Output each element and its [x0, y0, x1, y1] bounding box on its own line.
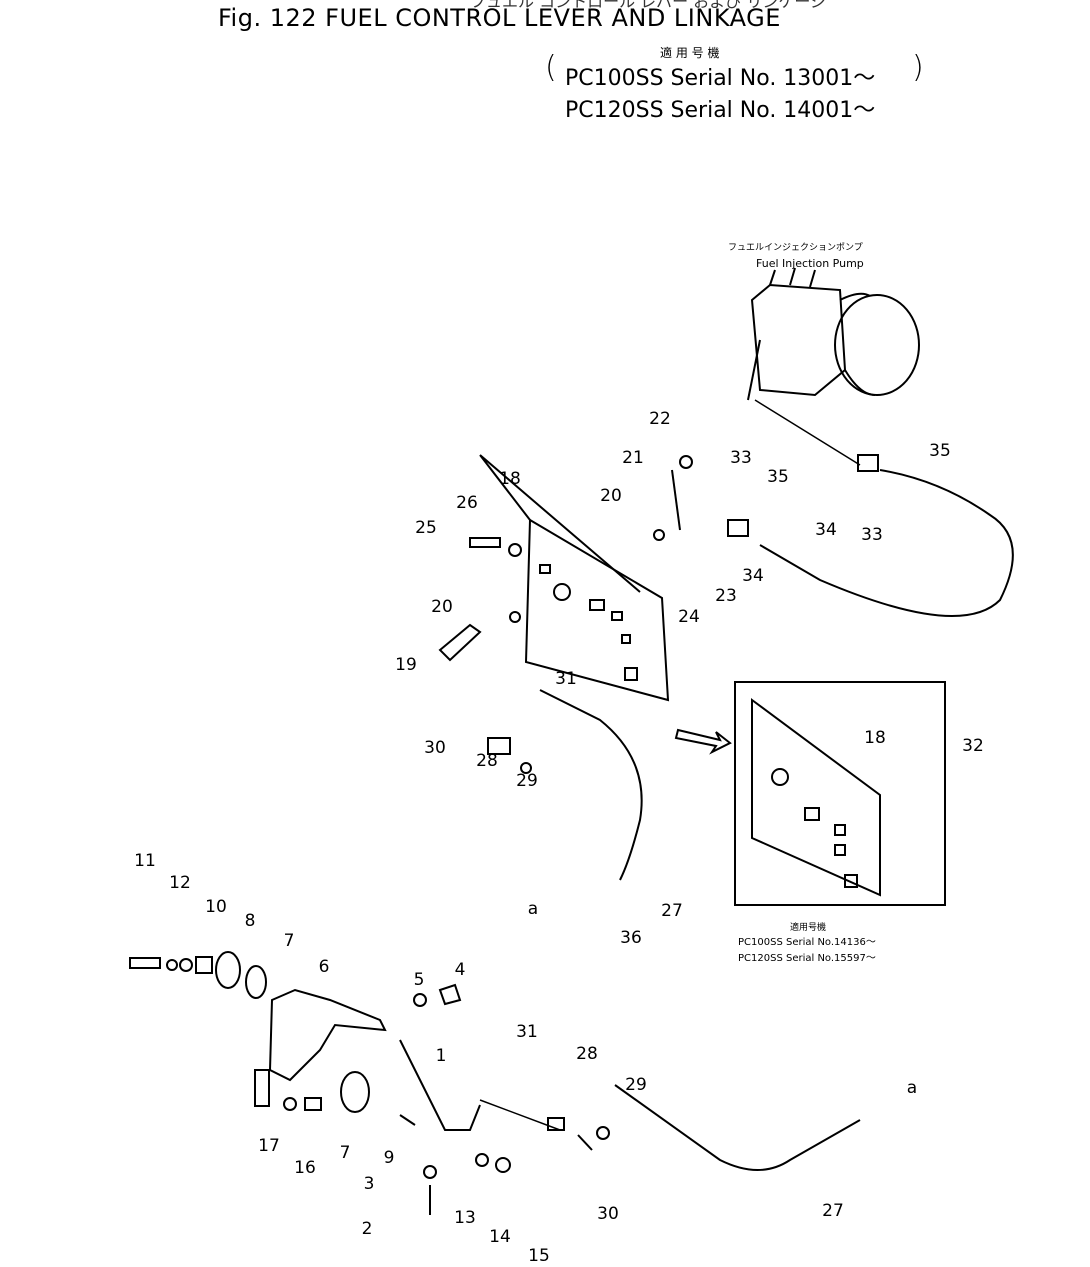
fuel-injection-pump	[747, 267, 920, 401]
part-label-27: 27	[822, 1201, 844, 1221]
part-label-8: 8	[245, 911, 256, 931]
part-label-19: 19	[395, 655, 417, 675]
part-label-30: 30	[424, 738, 446, 758]
part-label-22: 22	[649, 409, 671, 429]
part-label-30: 30	[597, 1204, 619, 1224]
part-label-a: a	[528, 899, 538, 919]
part-label-4: 4	[455, 960, 466, 980]
cable-27-lower	[614, 1084, 861, 1171]
part-label-33: 33	[730, 448, 752, 468]
part-label-9: 9	[384, 1148, 395, 1168]
part-label-29: 29	[625, 1075, 647, 1095]
part-label-5: 5	[414, 970, 425, 990]
mounting-plate	[479, 454, 670, 702]
japanese-title: フュエル コントロール レバー および リンケージ	[470, 0, 827, 11]
part-label-34: 34	[815, 520, 837, 540]
part-label-17: 17	[258, 1136, 280, 1156]
inset-serial-1: PC100SS Serial No.14136～	[738, 937, 876, 948]
part-label-25: 25	[415, 518, 437, 538]
pump-japanese-label: フュエルインジェクションポンプ	[728, 243, 863, 253]
part-label-34: 34	[742, 566, 764, 586]
part-label-2: 2	[362, 1219, 373, 1239]
part-label-31: 31	[516, 1022, 538, 1042]
part-label-15: 15	[528, 1246, 550, 1266]
part-label-31: 31	[555, 669, 577, 689]
part-label-26: 26	[456, 493, 478, 513]
small-parts	[129, 454, 879, 1215]
cable-32	[759, 469, 1014, 617]
serial-line-1: PC100SS Serial No. 13001～	[565, 66, 876, 91]
part-label-6: 6	[319, 957, 330, 977]
part-label-a: a	[907, 1078, 917, 1098]
part-label-33: 33	[861, 525, 883, 545]
part-label-12: 12	[169, 873, 191, 893]
paren-close: )	[912, 50, 924, 85]
part-label-28: 28	[476, 751, 498, 771]
applicable-label: 適 用 号 機	[660, 46, 720, 60]
part-label-32: 32	[962, 736, 984, 756]
part-label-35: 35	[929, 441, 951, 461]
part-label-36: 36	[620, 928, 642, 948]
figure-title: Fig. 122 FUEL CONTROL LEVER AND LINKAGE	[218, 4, 781, 32]
part-label-35: 35	[767, 467, 789, 487]
part-label-20: 20	[431, 597, 453, 617]
part-label-7: 7	[284, 931, 295, 951]
part-label-20: 20	[600, 486, 622, 506]
part-label-28: 28	[576, 1044, 598, 1064]
part-label-27: 27	[661, 901, 683, 921]
part-label-18: 18	[864, 728, 886, 748]
inset-panel-view	[734, 681, 946, 906]
inset-serial-2: PC120SS Serial No.15597～	[738, 953, 876, 964]
part-label-11: 11	[134, 851, 156, 871]
pump-label: Fuel Injection Pump	[756, 257, 864, 270]
part-label-10: 10	[205, 897, 227, 917]
part-label-14: 14	[489, 1227, 511, 1247]
part-label-1: 1	[436, 1046, 447, 1066]
part-label-13: 13	[454, 1208, 476, 1228]
part-label-23: 23	[715, 586, 737, 606]
part-label-29: 29	[516, 771, 538, 791]
part-label-21: 21	[622, 448, 644, 468]
serial-line-2: PC120SS Serial No. 14001～	[565, 98, 876, 123]
part-label-16: 16	[294, 1158, 316, 1178]
part-label-24: 24	[678, 607, 700, 627]
inset-arrow	[674, 728, 732, 755]
rod-lines	[479, 399, 861, 1131]
part-label-7: 7	[340, 1143, 351, 1163]
inset-applicable-label: 適用号機	[790, 923, 827, 933]
part-label-3: 3	[364, 1174, 375, 1194]
part-label-18: 18	[499, 469, 521, 489]
paren-open: (	[545, 50, 557, 85]
cable-27-upper	[539, 689, 643, 881]
